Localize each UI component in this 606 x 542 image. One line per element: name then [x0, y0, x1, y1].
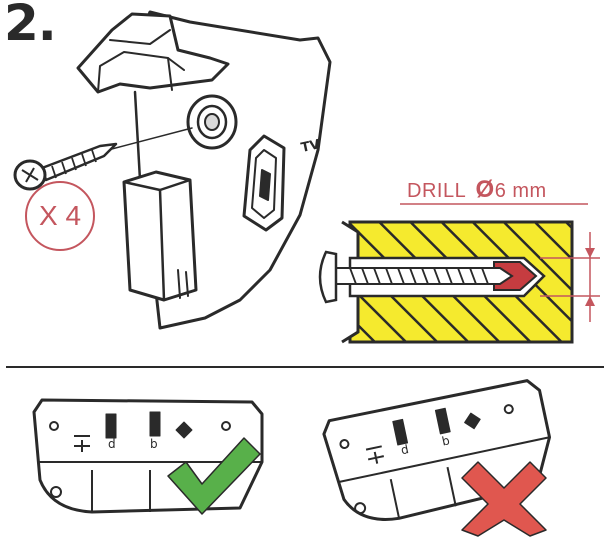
svg-text:b: b: [150, 437, 158, 451]
step-number: 2.: [4, 0, 57, 52]
quantity-circle: [25, 181, 95, 251]
screw-icon: [13, 142, 118, 191]
drill-label-text: DRILL: [407, 180, 466, 202]
diameter-symbol: Ø: [475, 176, 495, 203]
svg-text:d: d: [400, 442, 410, 457]
bracket-mark: TV: [300, 137, 322, 156]
drill-size-label: DRILL Ø6 mm: [407, 176, 547, 204]
svg-text:b: b: [441, 433, 451, 448]
drill-size-value: 6 mm: [494, 180, 547, 202]
side-slot: [242, 134, 286, 232]
drill-cross-section: [318, 203, 600, 344]
screw-quantity-label: X 4: [38, 200, 82, 231]
mounting-bracket: TV: [76, 10, 332, 330]
check-mark-icon: [167, 437, 261, 515]
bracket-tab: [122, 170, 198, 302]
svg-text:d: d: [108, 437, 116, 451]
screw-hole: [186, 94, 238, 150]
cross-mark-icon: [461, 461, 547, 537]
